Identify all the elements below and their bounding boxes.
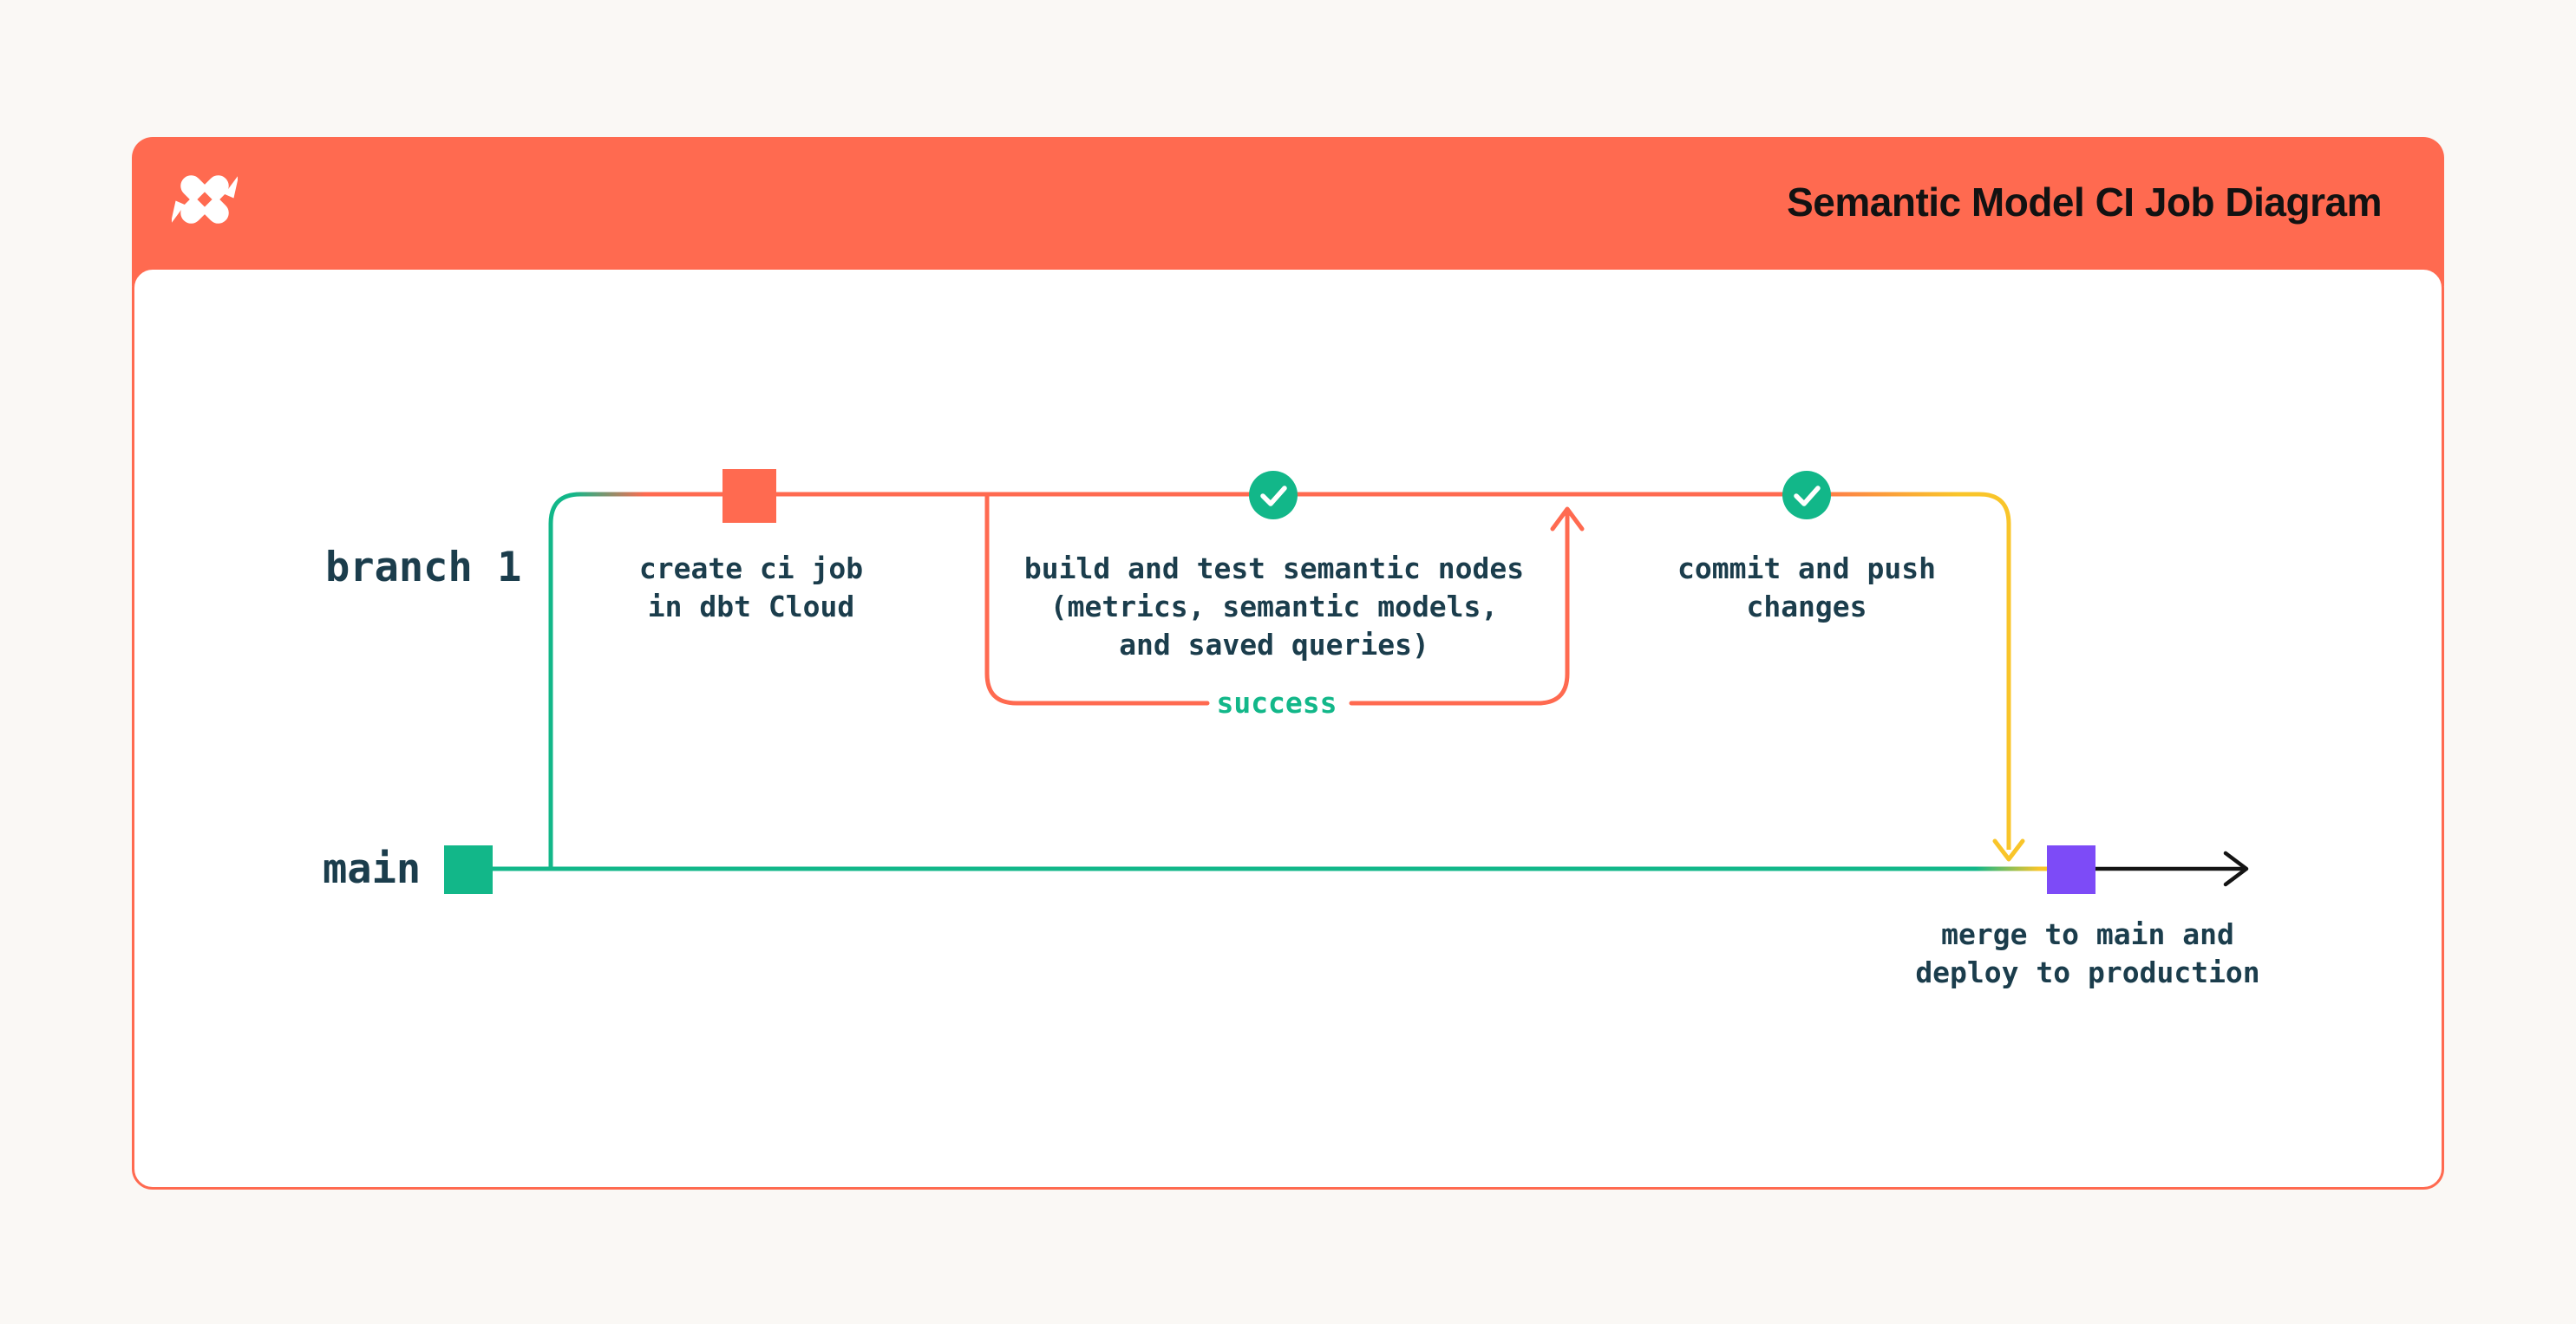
commit-node-merge	[2047, 845, 2095, 894]
branch-1-label: branch 1	[325, 544, 522, 591]
commit-node-create-ci-job	[722, 469, 776, 523]
check-icon	[1249, 471, 1298, 519]
checkmark-glyph	[1260, 486, 1287, 506]
step-build-test-label: build and test semantic nodes (metrics, …	[1023, 551, 1525, 662]
success-label: success	[1216, 686, 1337, 720]
dbt-logo-icon	[172, 175, 238, 224]
commit-node-main-start	[444, 845, 493, 894]
step-commit-push-label: commit and push changes	[1677, 551, 1936, 623]
checkmark-glyph	[1794, 486, 1821, 506]
page-title: Semantic Model CI Job Diagram	[1787, 179, 2382, 225]
check-icon	[1782, 471, 1831, 519]
step-create-ci-job-label: create ci job in dbt Cloud	[638, 551, 864, 623]
step-merge-deploy-label: merge to main and deploy to production	[1915, 917, 2260, 989]
card-body	[132, 267, 2444, 1190]
card-header: Semantic Model CI Job Diagram	[132, 137, 2444, 286]
main-label: main	[323, 845, 422, 893]
